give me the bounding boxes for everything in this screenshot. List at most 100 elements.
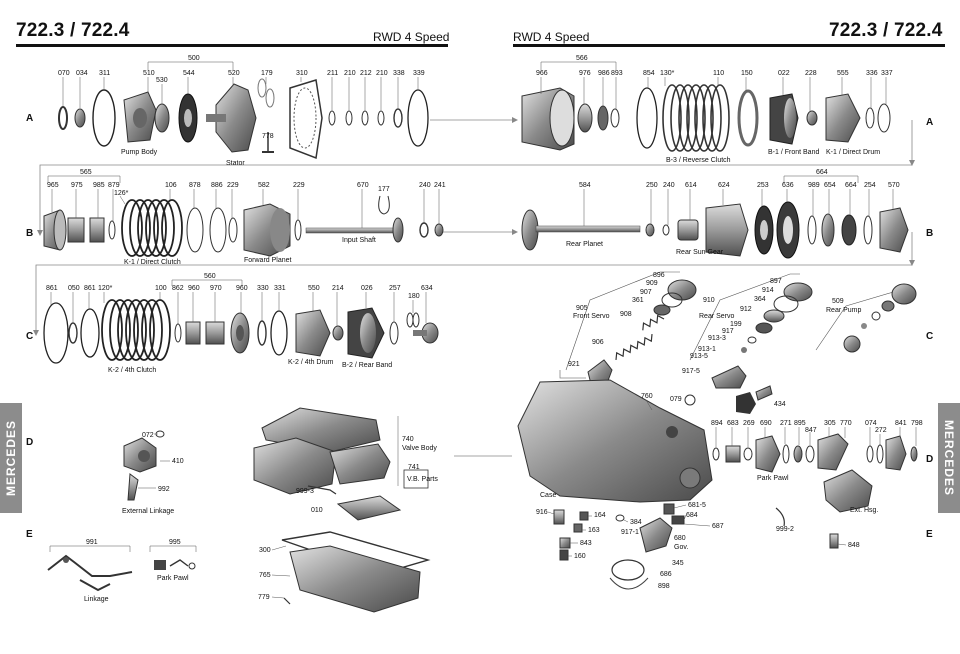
part-number: 271 bbox=[780, 420, 792, 427]
part-number: 778 bbox=[262, 133, 274, 140]
part-number: 584 bbox=[579, 182, 591, 189]
part-number: 110 bbox=[713, 70, 724, 77]
part-number: 210 bbox=[376, 70, 388, 77]
part-number: 636 bbox=[782, 182, 794, 189]
part-number: 684 bbox=[686, 512, 698, 519]
part-number: 074 bbox=[865, 420, 877, 427]
caption-b1-band: B-1 / Front Band bbox=[768, 149, 819, 156]
part-number: 070 bbox=[58, 70, 70, 77]
part-number: 917-5 bbox=[682, 368, 700, 375]
row-label-d-left: D bbox=[26, 437, 33, 448]
part-number: 960 bbox=[236, 285, 248, 292]
part-number: 886 bbox=[211, 182, 223, 189]
part-number: 965 bbox=[47, 182, 59, 189]
row-label-a-right: A bbox=[926, 117, 933, 128]
part-number: 212 bbox=[360, 70, 372, 77]
row-b-left-leaders bbox=[47, 175, 440, 228]
row-b-right-leaders bbox=[583, 175, 894, 226]
part-number: 250 bbox=[646, 182, 658, 189]
part-number: 026 bbox=[361, 285, 373, 292]
row-c-left-parts bbox=[43, 299, 439, 364]
rear-pump-assembly bbox=[815, 283, 917, 353]
part-number: 917-1 bbox=[621, 529, 639, 536]
left-header-rule bbox=[16, 44, 448, 47]
part-number: 740 bbox=[402, 436, 414, 443]
right-title: 722.3 / 722.4 bbox=[829, 20, 943, 41]
part-number: 770 bbox=[840, 420, 852, 427]
part-number: 907 bbox=[640, 289, 652, 296]
caption-vb-parts: V.B. Parts bbox=[407, 476, 438, 483]
row-label-c-left: C bbox=[26, 331, 33, 342]
part-number: 848 bbox=[848, 542, 860, 549]
caption-k1-drum: K-1 / Direct Drum bbox=[826, 149, 880, 156]
row-b-left-numbers: 965 975 985 879 126* 106 878 886 229 582… bbox=[47, 169, 446, 266]
part-number: 970 bbox=[210, 285, 222, 292]
caption-front-servo-line1: Front Servo bbox=[573, 313, 610, 320]
part-number: 300 bbox=[259, 547, 271, 554]
part-number: 364 bbox=[754, 296, 766, 303]
row-d-right-leaders bbox=[645, 399, 917, 447]
part-number: 916 bbox=[536, 509, 548, 516]
part-number: 022 bbox=[778, 70, 790, 77]
row-d-right-numbers: 760 079 434 894 683 269 690 271 895 847 … bbox=[540, 393, 923, 514]
part-number: 254 bbox=[864, 182, 876, 189]
part-number: 917 bbox=[722, 328, 734, 335]
part-number: 106 bbox=[165, 182, 177, 189]
row-a-left-leaders bbox=[62, 61, 419, 110]
part-number: 510 bbox=[143, 70, 155, 77]
caption-k1-clutch: K-1 / Direct Clutch bbox=[124, 259, 181, 266]
left-subtitle: RWD 4 Speed bbox=[373, 30, 450, 44]
part-number: 570 bbox=[888, 182, 900, 189]
part-number: 896 bbox=[653, 272, 665, 279]
flow-arrowheads bbox=[33, 117, 915, 336]
part-number: 305 bbox=[824, 420, 836, 427]
row-a-right-numbers: 966 976 986 893 854 130* 110 150 022 228… bbox=[536, 55, 893, 164]
caption-forward-planet: Forward Planet bbox=[244, 257, 292, 264]
part-number: 544 bbox=[183, 70, 195, 77]
part-number: 072 bbox=[142, 432, 154, 439]
row-label-e-left: E bbox=[26, 529, 33, 540]
part-number: 530 bbox=[156, 77, 168, 84]
part-number: 339 bbox=[413, 70, 425, 77]
part-number: 680 bbox=[674, 535, 686, 542]
row-e-left-numbers: 991 995 Linkage Park Pawl 300 765 779 bbox=[84, 539, 271, 603]
part-number: 779 bbox=[258, 594, 270, 601]
right-subtitle: RWD 4 Speed bbox=[513, 30, 590, 44]
part-number: 338 bbox=[393, 70, 405, 77]
part-number: 034 bbox=[76, 70, 88, 77]
part-number: 966 bbox=[536, 70, 548, 77]
part-number: 582 bbox=[258, 182, 270, 189]
part-number: 520 bbox=[228, 70, 240, 77]
part-number: 079 bbox=[670, 396, 682, 403]
row-label-e-right: E bbox=[926, 529, 933, 540]
row-label-b-right: B bbox=[926, 228, 933, 239]
part-number: 995 bbox=[169, 539, 181, 546]
part-number: 999-2 bbox=[776, 526, 794, 533]
side-tab-left: MERCEDES bbox=[0, 403, 22, 513]
caption-ext-hsg: Ext. Hsg. bbox=[850, 507, 878, 514]
part-number: 336 bbox=[866, 70, 878, 77]
part-number: 765 bbox=[259, 572, 271, 579]
part-number: 895 bbox=[794, 420, 806, 427]
row-c-left-numbers: 861 050 861 120* 100 862 960 970 960 330… bbox=[46, 273, 433, 374]
part-number: 690 bbox=[760, 420, 772, 427]
row-c-left-leaders bbox=[50, 279, 427, 326]
part-number: 843 bbox=[580, 540, 592, 547]
part-number: 210 bbox=[344, 70, 356, 77]
valve-body-assembly bbox=[253, 407, 429, 521]
bracket-number: 664 bbox=[816, 169, 828, 176]
bracket-number: 566 bbox=[576, 55, 588, 62]
servo-numbers: 896 909 907 361 908 906 921 905 Front Se… bbox=[568, 272, 862, 375]
part-number: 214 bbox=[332, 285, 344, 292]
row-b-right-parts bbox=[521, 201, 909, 259]
part-number: 310 bbox=[296, 70, 308, 77]
part-number: 163 bbox=[588, 527, 600, 534]
part-number: 180 bbox=[408, 293, 420, 300]
caption-rear-sun-gear: Rear Sun Gear bbox=[676, 249, 724, 256]
part-number: 670 bbox=[357, 182, 369, 189]
part-number: 976 bbox=[579, 70, 591, 77]
part-number: 331 bbox=[274, 285, 286, 292]
part-number: 878 bbox=[189, 182, 201, 189]
part-number: 991 bbox=[86, 539, 98, 546]
part-number: 909 bbox=[646, 280, 658, 287]
